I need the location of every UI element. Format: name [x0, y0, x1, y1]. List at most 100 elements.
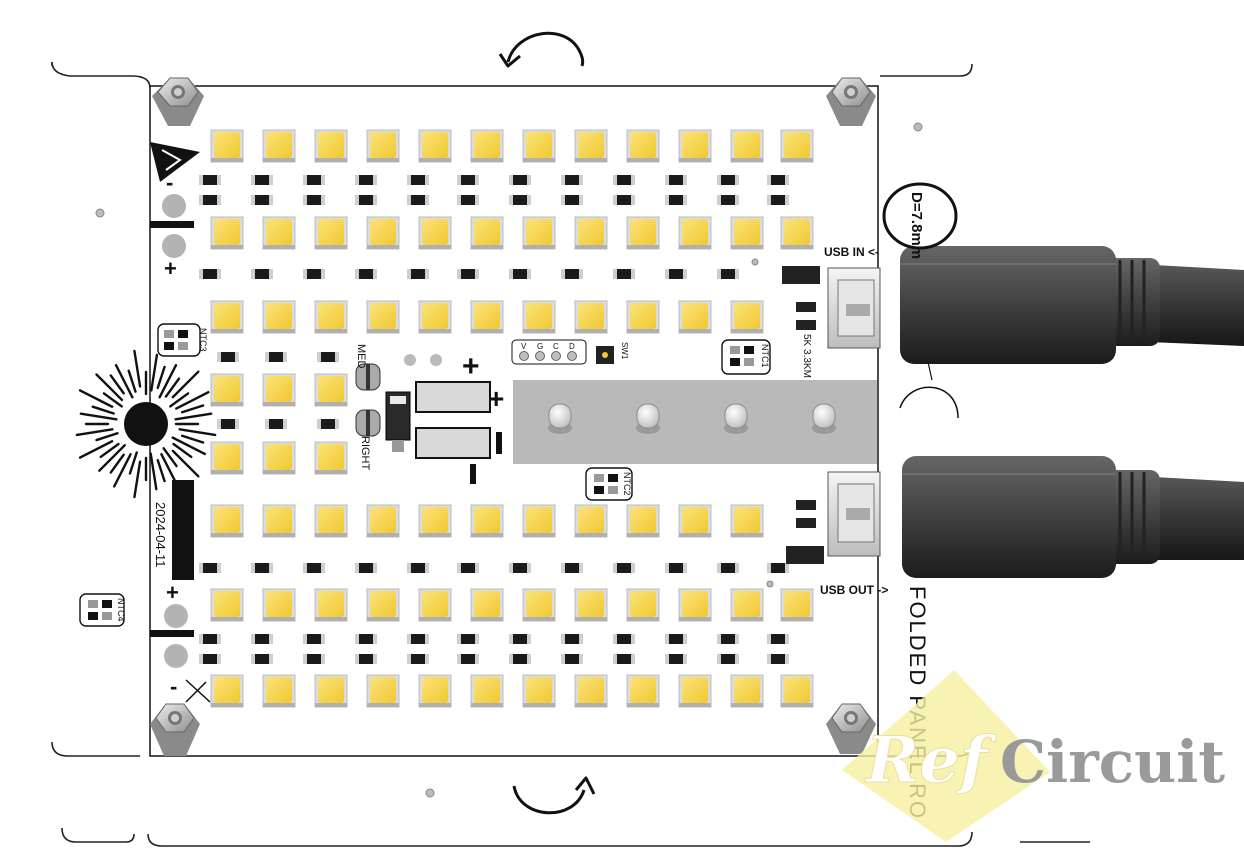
sun-ray	[95, 432, 119, 442]
led	[730, 504, 764, 538]
pad-minus-bottom: -	[170, 674, 177, 699]
smd-resistor	[355, 175, 377, 185]
header-pin	[567, 351, 577, 361]
usb-in-connector: 5K 3.3KM	[782, 266, 881, 378]
heatsink-stud	[724, 403, 748, 434]
pad-plus-top: +	[164, 256, 177, 281]
watermark-circuit: Circuit	[1000, 728, 1225, 796]
standoff-bottom-right	[826, 703, 876, 754]
heatsink-stud	[548, 403, 572, 434]
smd-resistor	[199, 654, 221, 664]
led	[210, 373, 244, 407]
led	[418, 504, 452, 538]
led	[522, 504, 556, 538]
led	[210, 216, 244, 250]
sun-ray	[133, 349, 142, 388]
smd-resistor	[717, 195, 739, 205]
sun-ray	[91, 405, 115, 415]
smd-resistor	[665, 269, 687, 279]
led	[262, 129, 296, 163]
usb-in-label-group: USB IN <-	[822, 242, 879, 259]
smd-resistor	[303, 563, 325, 573]
right-label: RIGHT	[359, 436, 371, 471]
led	[780, 588, 814, 622]
terminal-minus-bottom	[470, 464, 476, 484]
sw-label: SW1	[620, 342, 629, 360]
led	[470, 300, 504, 334]
smd-resistor	[509, 563, 531, 573]
led	[730, 588, 764, 622]
smd-resistor	[561, 563, 583, 573]
led	[314, 300, 348, 334]
sun-ray	[109, 374, 125, 395]
smd-resistor	[457, 175, 479, 185]
header-pin	[535, 351, 545, 361]
panel-dots	[95, 122, 923, 798]
led	[418, 300, 452, 334]
led	[366, 588, 400, 622]
sun-ray	[178, 428, 217, 437]
led	[210, 300, 244, 334]
led	[314, 588, 348, 622]
led	[678, 300, 712, 334]
standoff-top-left	[152, 77, 204, 126]
smd-resistor	[613, 563, 635, 573]
sun-ray	[150, 353, 159, 392]
ntc1-label: NTC1	[760, 344, 770, 368]
sun-ray	[171, 436, 207, 456]
led	[366, 216, 400, 250]
smd-resistor	[251, 269, 273, 279]
smd-resistor	[407, 563, 429, 573]
smd-resistor	[355, 634, 377, 644]
led	[418, 674, 452, 708]
led	[626, 588, 660, 622]
led	[780, 674, 814, 708]
led	[210, 441, 244, 475]
led	[730, 129, 764, 163]
res-label: 5K 3.3KM	[801, 334, 812, 378]
smd-resistor	[457, 634, 479, 644]
sun-ray	[133, 460, 142, 499]
sun-ray	[99, 442, 120, 459]
ntc1: NTC1	[721, 339, 771, 375]
sun-icon	[75, 349, 217, 499]
led	[522, 129, 556, 163]
led	[470, 504, 504, 538]
led	[678, 674, 712, 708]
sun-ray	[156, 458, 166, 483]
smd-resistor	[251, 195, 273, 205]
header-pin-label: D	[569, 342, 575, 351]
smd-resistor	[407, 654, 429, 664]
smd-resistor	[407, 634, 429, 644]
led	[522, 300, 556, 334]
smd-resistor	[561, 634, 583, 644]
smd-resistor	[509, 634, 531, 644]
smd-resistor	[717, 175, 739, 185]
sun-ray	[98, 444, 126, 472]
led	[210, 504, 244, 538]
power-terminals: + +	[385, 350, 504, 484]
sun-ray	[79, 412, 118, 421]
led	[574, 674, 608, 708]
med-right-pads: MED RIGHT	[355, 344, 442, 471]
sun-ray	[180, 434, 205, 444]
ntc4: NTC4	[79, 593, 126, 627]
smd-resistor	[613, 269, 635, 279]
esd-minus: -	[166, 170, 173, 195]
smd-resistor	[767, 563, 789, 573]
led	[678, 504, 712, 538]
header-pin-label: C	[553, 342, 559, 351]
led	[262, 674, 296, 708]
led	[262, 588, 296, 622]
ntc3-label: NTC3	[198, 328, 208, 352]
smd-resistor	[251, 654, 273, 664]
led	[366, 300, 400, 334]
led	[314, 216, 348, 250]
smd-resistor	[355, 563, 377, 573]
led	[626, 216, 660, 250]
smd-resistor	[355, 654, 377, 664]
header-pin-label: G	[537, 342, 543, 351]
led	[730, 216, 764, 250]
standoff-top-right	[826, 77, 876, 126]
